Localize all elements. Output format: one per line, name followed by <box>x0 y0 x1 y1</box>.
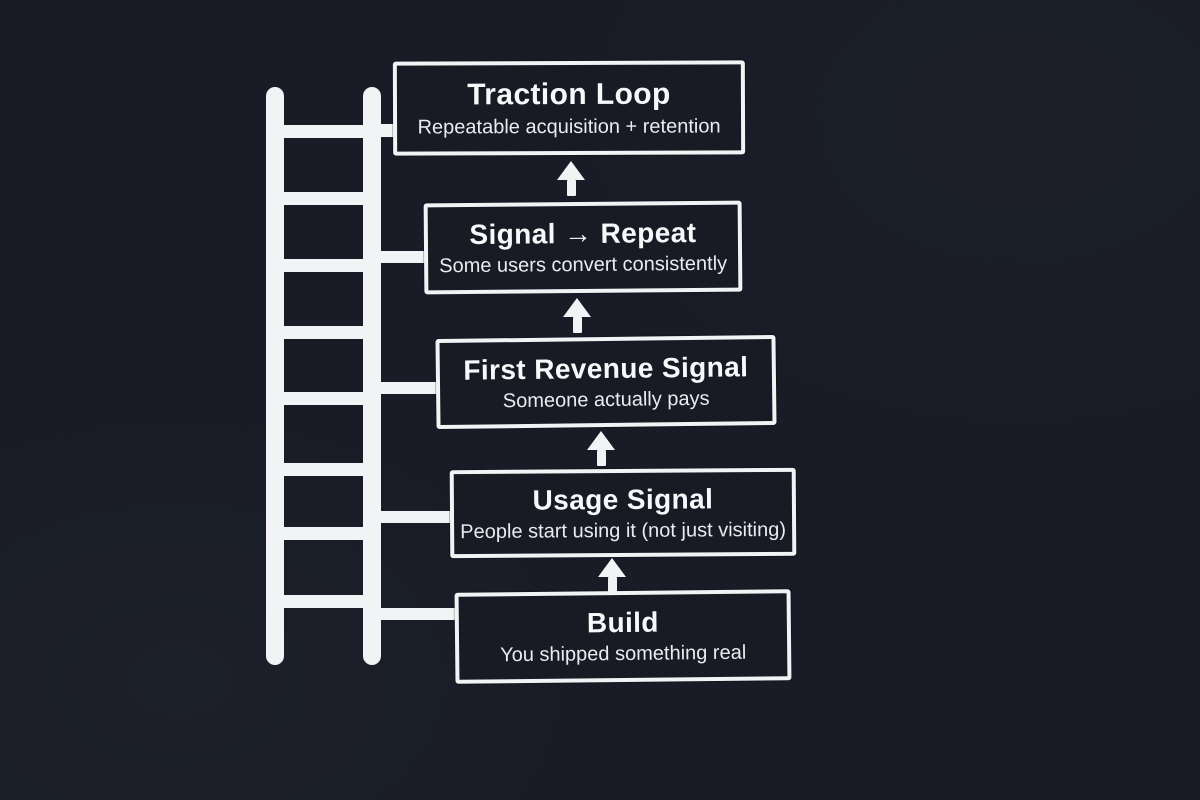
step-subtitle: People start using it (not just visiting… <box>460 518 787 543</box>
arrow-up-icon <box>598 558 626 593</box>
step-title: First Revenue Signal <box>463 350 749 386</box>
ladder-left-rail <box>266 87 284 665</box>
ladder-right-rail <box>363 87 381 665</box>
step-box-signal-repeat: Signal → Repeat Some users convert consi… <box>423 200 743 295</box>
ladder-connector-signal-repeat <box>377 251 428 263</box>
ladder-rung <box>270 527 377 540</box>
step-title: Traction Loop <box>467 77 671 111</box>
ladder-rung <box>270 259 377 272</box>
ladder-rung <box>270 392 377 405</box>
ladder-rung <box>270 463 377 476</box>
step-subtitle: Repeatable acquisition + retention <box>417 114 721 139</box>
ladder-rung <box>270 125 377 138</box>
arrow-up-icon <box>563 298 591 333</box>
step-subtitle: Some users convert consistently <box>439 252 728 278</box>
step-box-usage-signal: Usage Signal People start using it (not … <box>449 467 797 559</box>
ladder-connector-first-revenue <box>377 382 440 394</box>
step-title: Signal → Repeat <box>469 217 697 250</box>
arrow-up-icon <box>587 431 615 466</box>
step-title: Usage Signal <box>532 482 714 516</box>
step-box-build: Build You shipped something real <box>454 589 792 684</box>
step-box-first-revenue-signal: First Revenue Signal Someone actually pa… <box>435 334 777 430</box>
ladder-rung <box>270 595 377 608</box>
ladder-connector-build <box>377 608 459 620</box>
ladder-connector-usage-signal <box>377 511 454 523</box>
step-subtitle: Someone actually pays <box>502 387 710 412</box>
step-box-traction-loop: Traction Loop Repeatable acquisition + r… <box>392 60 746 156</box>
step-title: Build <box>586 606 660 639</box>
ladder-rung <box>270 192 377 205</box>
ladder-rung <box>270 326 377 339</box>
arrow-up-icon <box>557 161 585 196</box>
ladder-connector-traction-loop <box>377 124 397 137</box>
step-subtitle: You shipped something real <box>500 641 747 667</box>
